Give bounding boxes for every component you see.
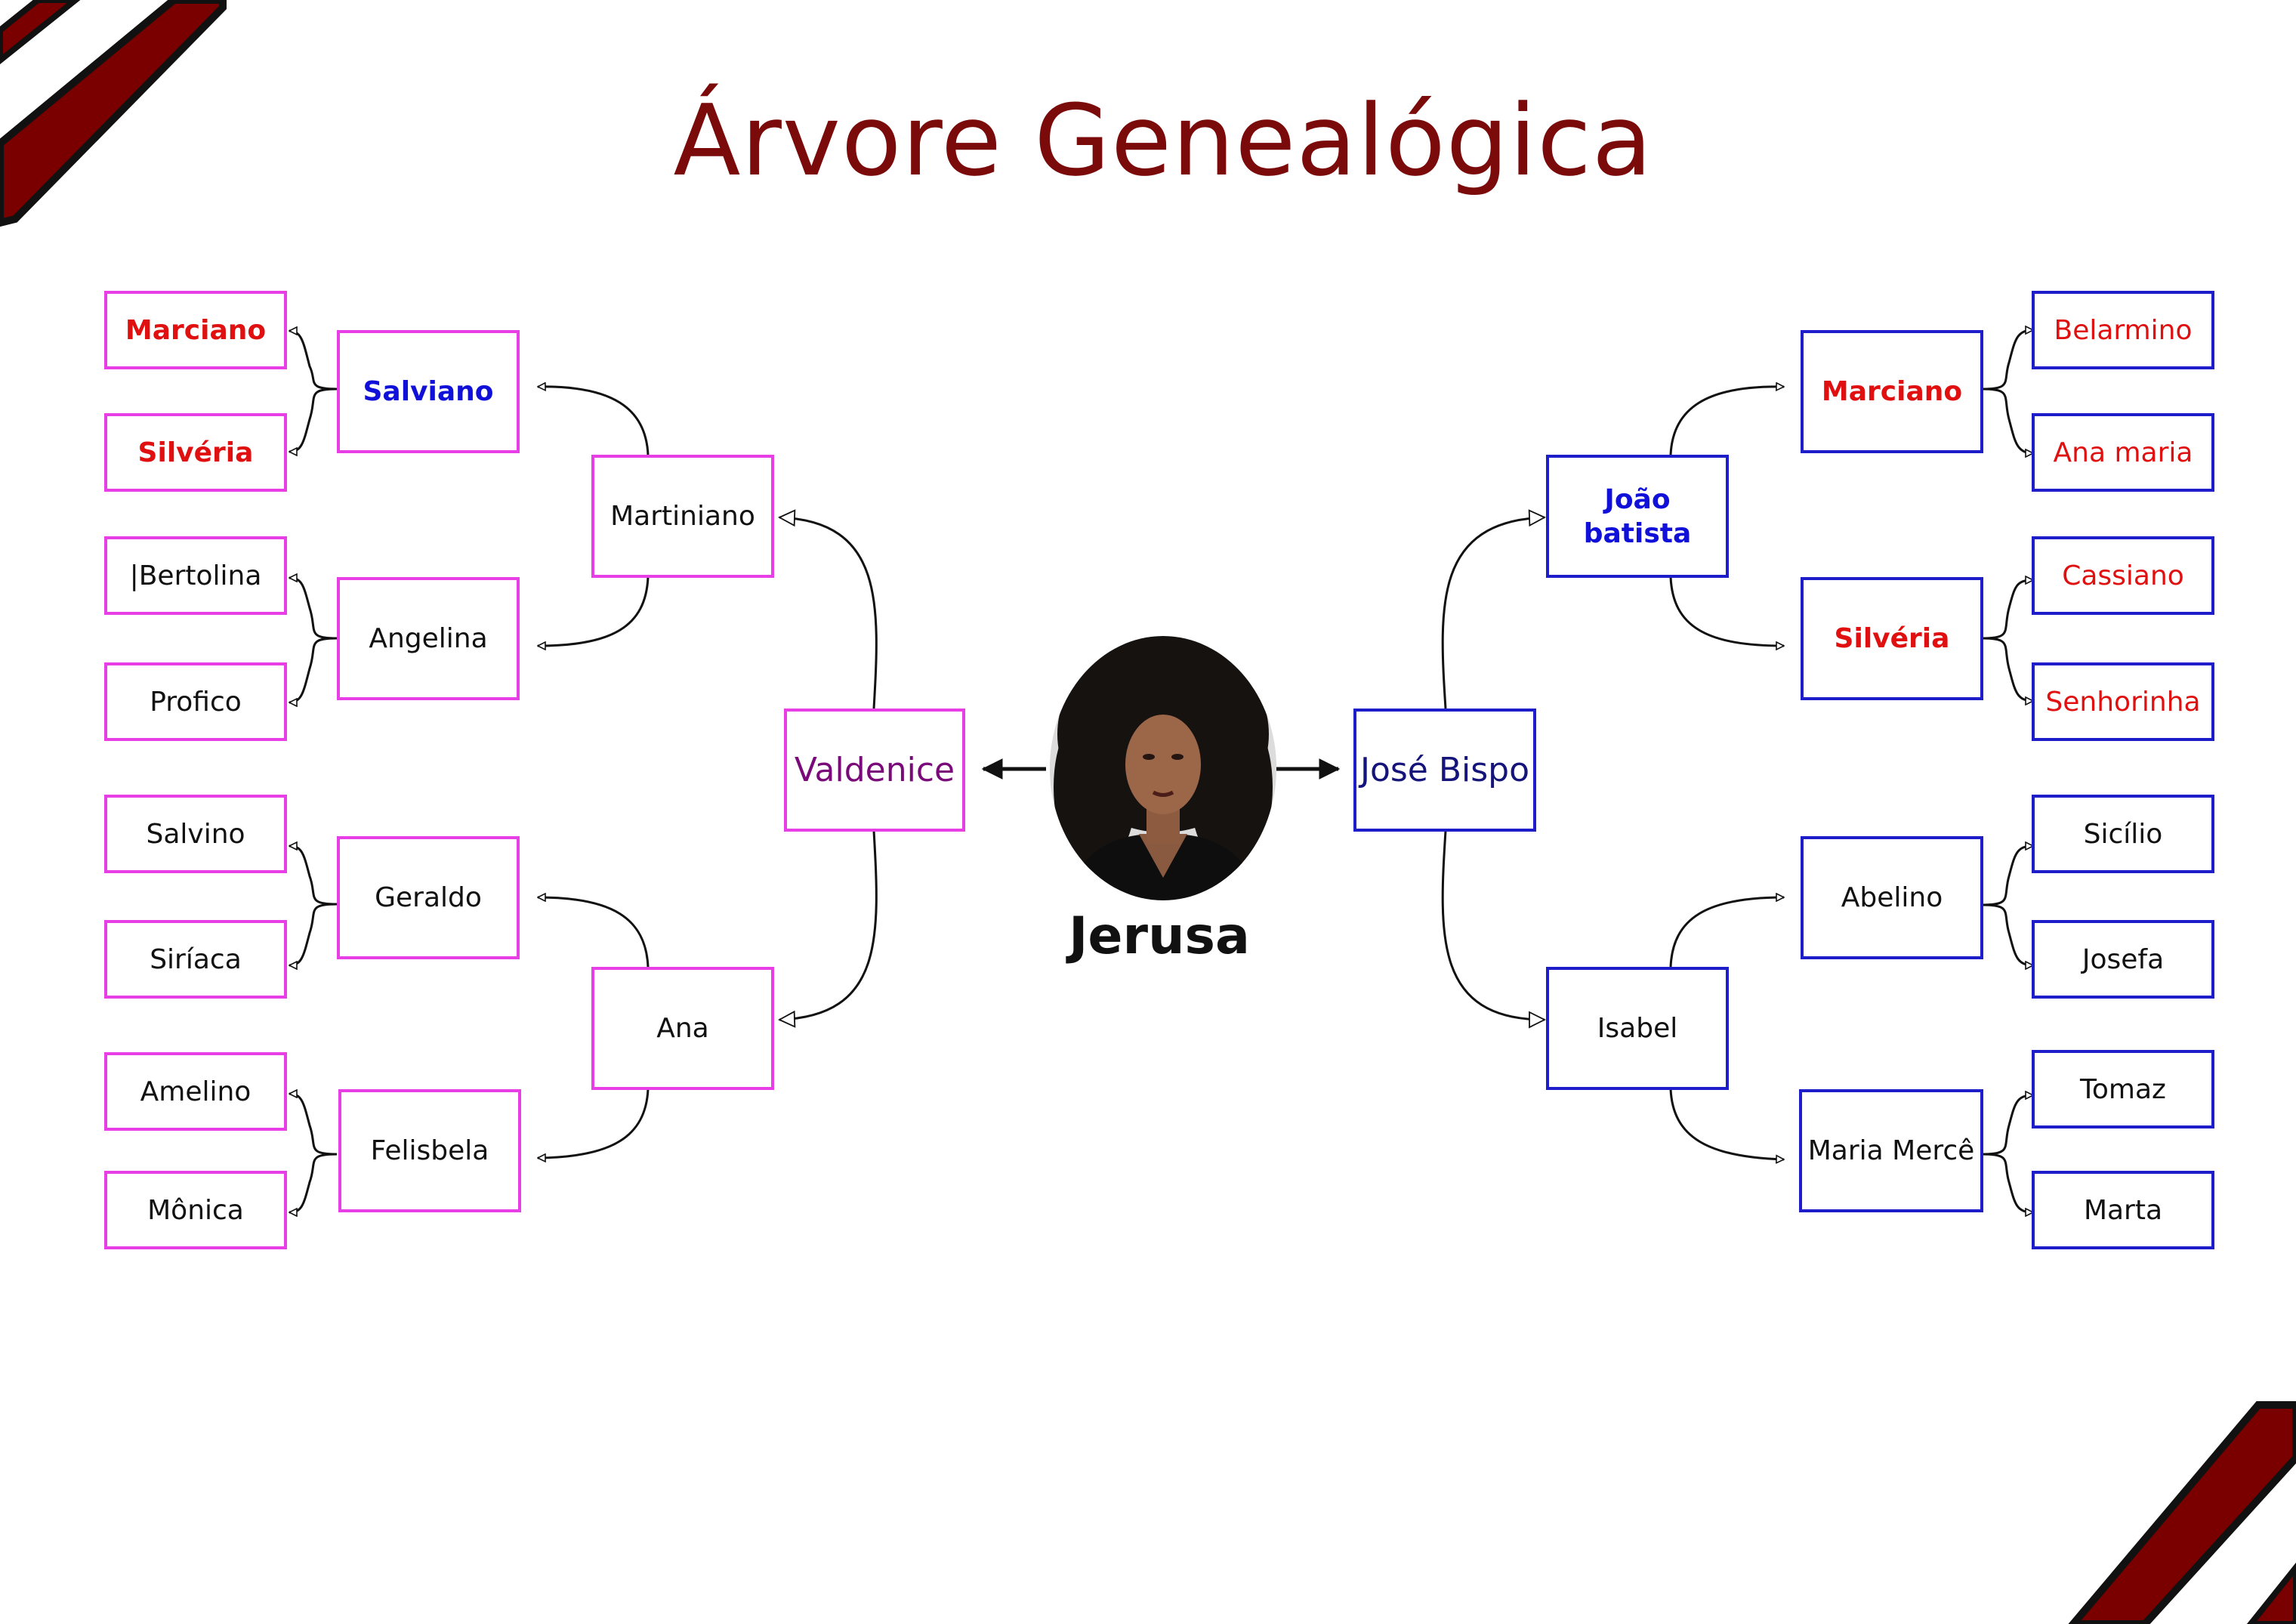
person-photo — [1050, 636, 1276, 900]
page-title: Árvore Genealógica — [673, 83, 1653, 198]
great-great-grandparent-box: Ana maria — [2032, 413, 2214, 492]
great-great-grandparent-box: Marta — [2032, 1171, 2214, 1249]
great-great-grandparent-box: Tomaz — [2032, 1050, 2214, 1128]
great-great-grandparent-box: Senhorinha — [2032, 662, 2214, 741]
great-great-grandparent-box: Josefa — [2032, 920, 2214, 999]
great-great-grandparent-box: Silvéria — [104, 413, 287, 492]
person-name: Jerusa — [1069, 906, 1250, 966]
great-great-grandparent-box: Marciano — [104, 291, 287, 369]
paternal-grandmother-box: Isabel — [1546, 967, 1729, 1090]
great-great-grandparent-box: Cassiano — [2032, 536, 2214, 615]
great-grandparent-box: Maria Mercê — [1799, 1089, 1983, 1212]
great-great-grandparent-box: |Bertolina — [104, 536, 287, 615]
maternal-grandfather-box: Martiniano — [591, 455, 774, 578]
maternal-grandmother-box: Ana — [591, 967, 774, 1090]
great-great-grandparent-box: Siríaca — [104, 920, 287, 999]
great-great-grandparent-box: Profico — [104, 662, 287, 741]
great-great-grandparent-box: Amelino — [104, 1052, 287, 1131]
corner-decoration-bottom-right — [2068, 1401, 2296, 1624]
great-grandparent-box: Salviano — [337, 330, 520, 453]
paternal-grandfather-box: João batista — [1546, 455, 1729, 578]
corner-decoration-top-left — [0, 0, 227, 227]
tree-connectors — [289, 330, 2033, 1212]
great-great-grandparent-box: Mônica — [104, 1171, 287, 1249]
father-box: José Bispo — [1353, 709, 1536, 832]
great-great-grandparent-box: Salvino — [104, 795, 287, 873]
great-grandparent-box: Marciano — [1801, 330, 1983, 453]
mother-box: Valdenice — [784, 709, 965, 832]
great-grandparent-box: Abelino — [1801, 836, 1983, 959]
great-grandparent-box: Angelina — [337, 577, 520, 700]
great-grandparent-box: Silvéria — [1801, 577, 1983, 700]
great-grandparent-box: Geraldo — [337, 836, 520, 959]
great-great-grandparent-box: Belarmino — [2032, 291, 2214, 369]
great-great-grandparent-box: Sicílio — [2032, 795, 2214, 873]
great-grandparent-box: Felisbela — [338, 1089, 521, 1212]
